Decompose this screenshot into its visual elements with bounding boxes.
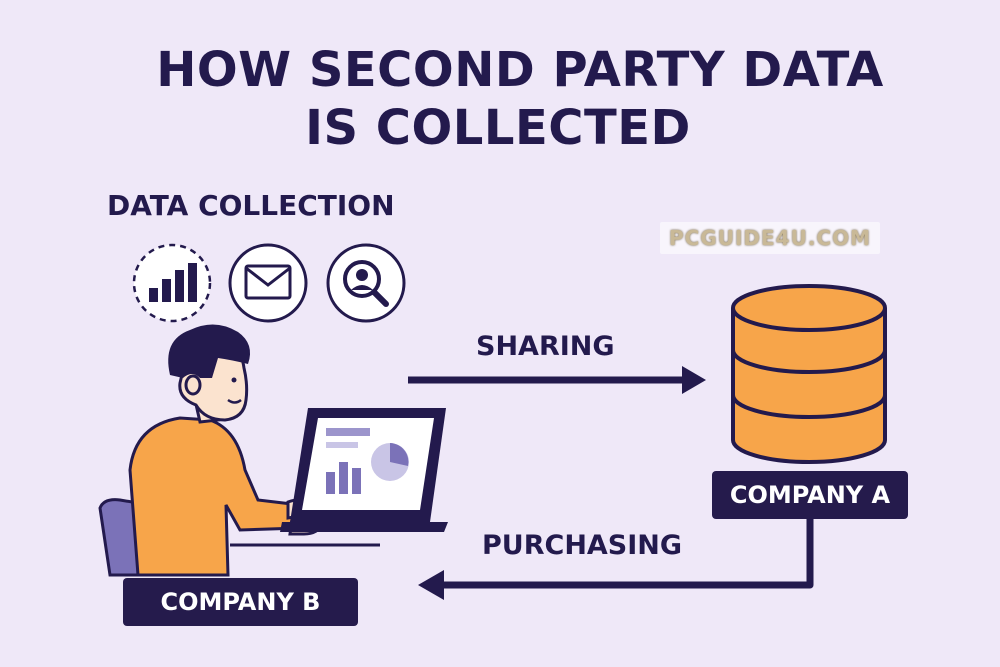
page-title-line-2: IS COLLECTED [305,100,691,156]
user-search-icon [326,243,406,323]
page-title-line-1: HOW SECOND PARTY DATA [156,42,884,98]
bar-chart-icon [132,243,212,323]
company-b-badge: COMPANY B [123,578,358,626]
sharing-label: SHARING [476,331,615,362]
laptop-icon [280,408,448,532]
person-illustration [98,324,324,577]
database-icon [731,284,887,464]
purchasing-label: PURCHASING [482,530,683,561]
watermark: PCGUIDE4U.COM [660,222,880,254]
sharing-arrow [408,366,706,394]
envelope-icon [228,243,308,323]
purchasing-arrow [418,519,814,600]
data-collection-label: DATA COLLECTION [107,189,395,222]
company-a-badge: COMPANY A [712,471,908,519]
